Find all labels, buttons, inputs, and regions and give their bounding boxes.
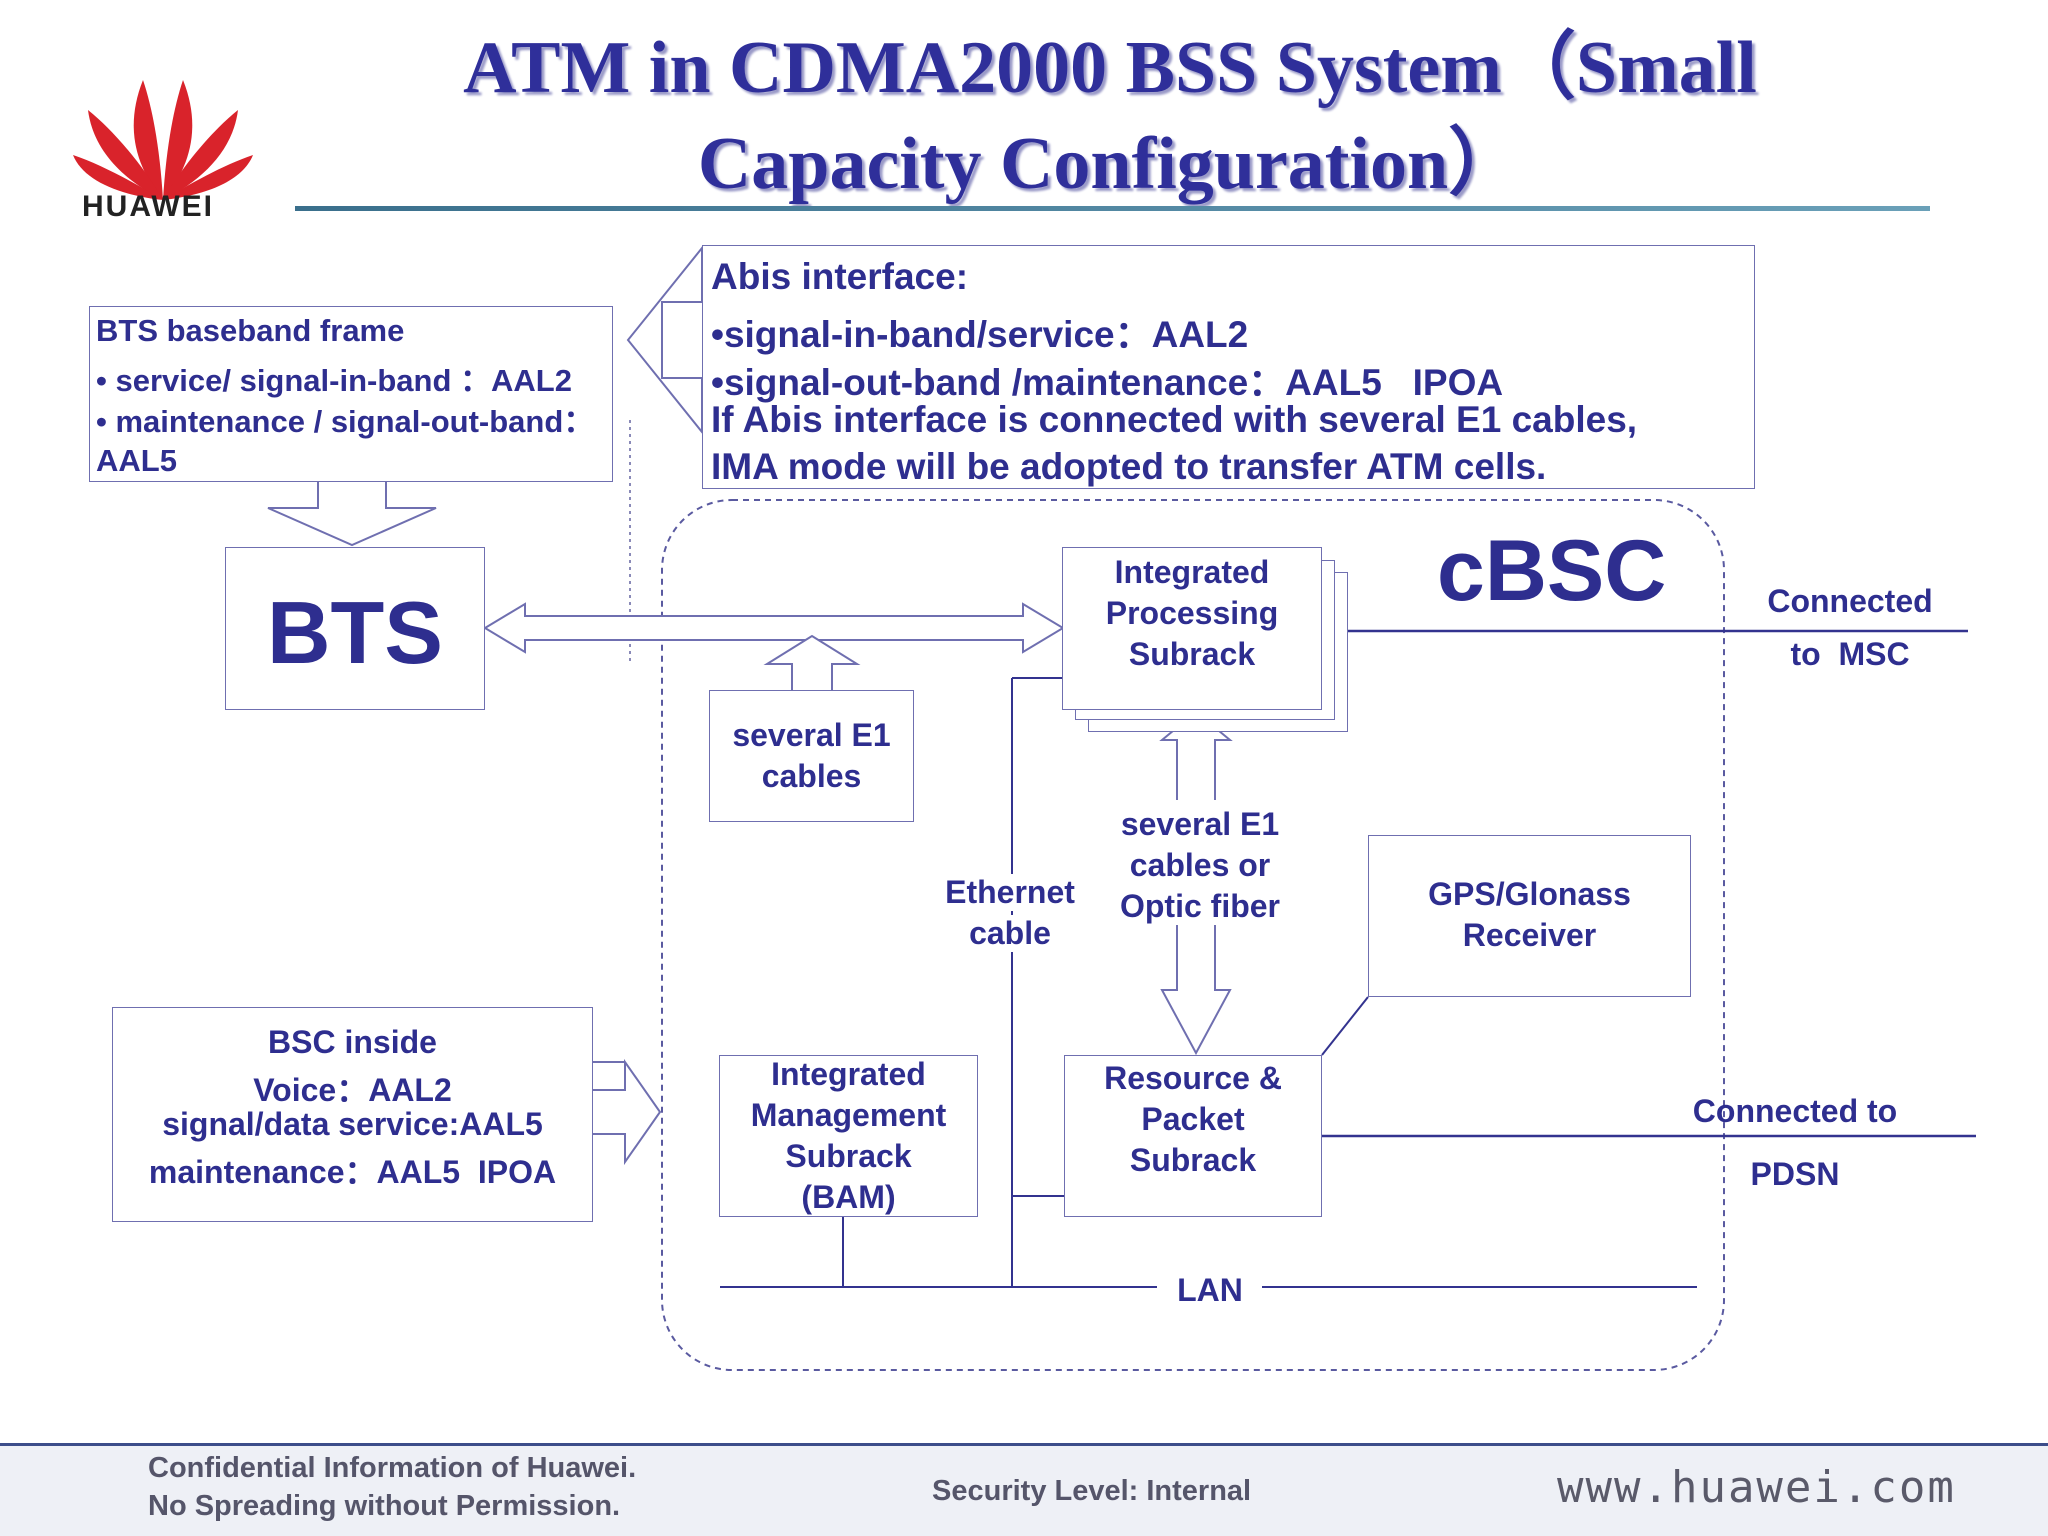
gps-line-1: GPS/Glonass — [1428, 876, 1631, 912]
abis-line-2: •signal-out-band /maintenance：AAL5 IPOA — [711, 362, 1504, 403]
abis-to-frame-arrow — [626, 245, 703, 435]
e1-cables-line-1: several E1 — [732, 717, 891, 753]
ips-line-2: Processing — [1105, 595, 1279, 631]
connected-pdsn-line-1: Connected to — [1692, 1093, 1898, 1129]
cbsc-container — [661, 499, 1725, 1371]
cbsc-label: cBSC — [1437, 523, 1667, 619]
abis-interface-box: Abis interface: •signal-in-band/service：… — [702, 245, 1755, 489]
bam-line-3: Subrack — [785, 1138, 912, 1174]
e1-cables-line-2: cables — [761, 758, 862, 794]
gps-line-2: Receiver — [1462, 917, 1597, 953]
page-title: ATM in CDMA2000 BSS System（Small Capacit… — [300, 20, 1920, 212]
gps-receiver-box: GPS/Glonass Receiver — [1368, 835, 1691, 997]
ethernet-line-1: Ethernet — [920, 874, 1100, 911]
e1-optic-line-3: Optic fiber — [1119, 888, 1280, 924]
ips-line-1: Integrated — [1114, 554, 1270, 590]
abis-line-1: •signal-in-band/service：AAL2 — [711, 314, 1249, 355]
footer-bar — [0, 1443, 2048, 1536]
footer-confidential-1: Confidential Information of Huawei. — [148, 1452, 637, 1484]
bts-ips-double-arrow — [483, 602, 1065, 654]
frame-line-4: AAL5 — [96, 443, 177, 478]
integrated-processing-subrack: Integrated Processing Subrack — [1062, 547, 1322, 710]
bsc-inside-line-4: maintenance：AAL5 IPOA — [148, 1154, 557, 1190]
ips-line-3: Subrack — [1128, 636, 1256, 672]
connected-msc-line-1: Connected — [1767, 583, 1933, 619]
title-line-1: ATM in CDMA2000 BSS System（Small — [463, 27, 1757, 109]
abis-line-3: If Abis interface is connected with seve… — [711, 399, 1638, 440]
footer-confidential-2: No Spreading without Permission. — [148, 1490, 621, 1522]
footer-url[interactable]: www.huawei.com — [1557, 1462, 1956, 1513]
gps-to-rps-line — [1321, 996, 1369, 1056]
resource-packet-subrack: Resource & Packet Subrack — [1064, 1055, 1322, 1217]
bsc-inside-arrow-shape — [592, 1058, 662, 1166]
logo-text: HUAWEI — [82, 190, 214, 223]
bam-line-4: (BAM) — [801, 1179, 896, 1215]
ips-rps-double-arrow-bottom — [1160, 925, 1232, 1056]
bam-line-2: Management — [750, 1097, 947, 1133]
bam-line-1: Integrated — [771, 1056, 926, 1092]
title-line-2: Capacity Configuration） — [697, 123, 1523, 205]
huawei-logo-icon — [73, 80, 253, 200]
rps-line-2: Packet — [1141, 1101, 1245, 1137]
e1-cables-box: several E1 cables — [709, 690, 914, 822]
frame-line-1: BTS baseband frame — [96, 313, 405, 348]
connected-pdsn-line-2: PDSN — [1750, 1156, 1840, 1192]
footer-security-level: Security Level: Internal — [932, 1475, 1252, 1507]
frame-to-bts-arrow — [267, 482, 437, 547]
huawei-logo: HUAWEI — [68, 50, 258, 230]
e1-up-arrow — [763, 634, 861, 690]
bsc-inside-box: BSC inside Voice：AAL2 signal/data servic… — [112, 1007, 593, 1222]
frame-line-2: • service/ signal-in-band ：AAL2 — [96, 363, 572, 398]
frame-line-3: • maintenance / signal-out-band： — [96, 404, 595, 439]
bts-label: BTS — [267, 583, 443, 682]
rps-line-1: Resource & — [1104, 1060, 1282, 1096]
e1-optic-line-2: cables or — [1129, 847, 1271, 883]
bsc-inside-line-3: signal/data service:AAL5 — [162, 1106, 543, 1142]
bts-box: BTS — [225, 547, 485, 710]
connected-msc-line-2: to MSC — [1790, 636, 1910, 672]
rps-line-3: Subrack — [1129, 1142, 1257, 1178]
bsc-inside-line-2: Voice：AAL2 — [253, 1072, 452, 1108]
bsc-inside-line-1: BSC inside — [268, 1024, 437, 1060]
ethernet-line-2: cable — [920, 915, 1100, 952]
integrated-management-subrack: Integrated Management Subrack (BAM) — [719, 1055, 978, 1217]
lan-label: LAN — [1177, 1272, 1243, 1308]
e1-optic-line-1: several E1 — [1120, 806, 1280, 842]
bts-baseband-frame-box: BTS baseband frame • service/ signal-in-… — [89, 306, 613, 482]
title-underline — [295, 206, 1930, 211]
abis-line-4: IMA mode will be adopted to transfer ATM… — [711, 446, 1547, 487]
abis-heading: Abis interface: — [711, 256, 969, 297]
